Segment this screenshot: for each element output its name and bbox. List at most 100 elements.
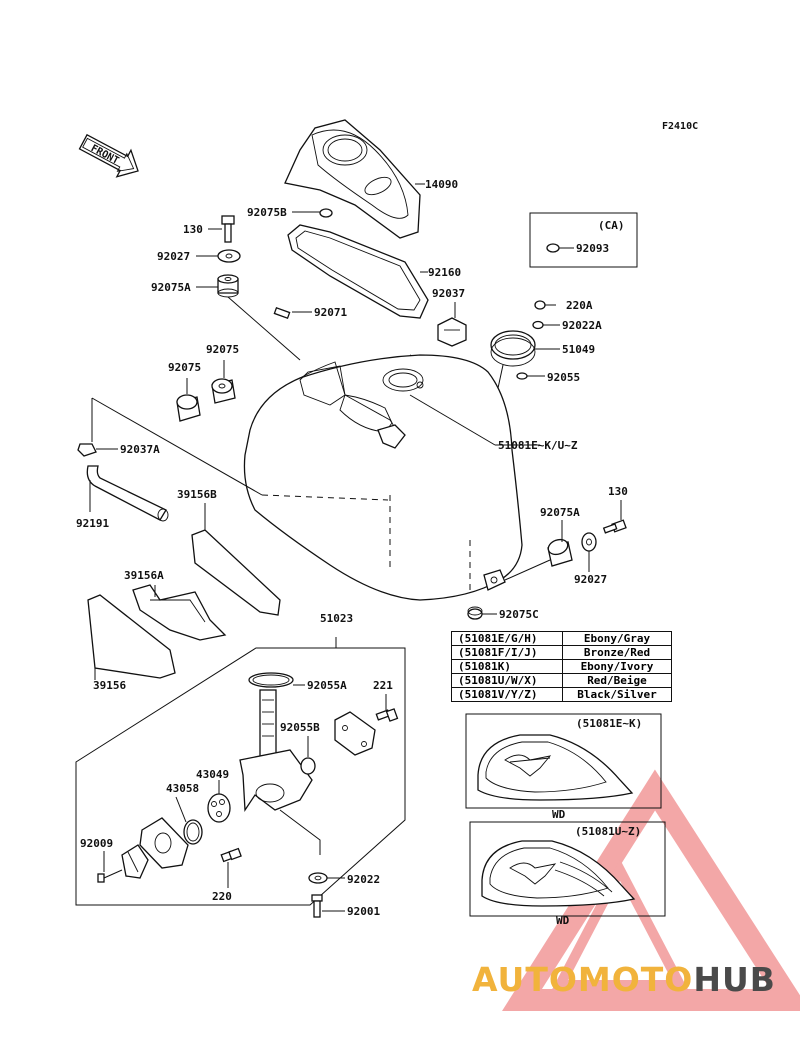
watermark-part1: AUTOMOTO xyxy=(472,960,694,999)
color-table-row: (51081F/I/J)Bronze/Red xyxy=(451,645,672,660)
part-92075-left: 92075 xyxy=(168,361,201,374)
part-92001: 92001 xyxy=(347,905,380,918)
part-130-top: 130 xyxy=(183,223,203,236)
color-table-color: Bronze/Red xyxy=(562,645,672,660)
damper-92075-right-icon xyxy=(211,378,236,404)
screw-220A-icon xyxy=(534,300,556,310)
grommet-92075B-icon xyxy=(319,208,333,218)
part-92055: 92055 xyxy=(547,371,580,384)
nut-92093-icon xyxy=(546,243,560,253)
color-table-color: Ebony/Gray xyxy=(562,631,672,646)
clamp-92037-icon xyxy=(437,317,467,347)
washer-92022-icon xyxy=(308,872,328,884)
watermark: AUTOMOTOHUB xyxy=(472,960,776,999)
pad-39156B-icon xyxy=(191,529,281,616)
part-39156B: 39156B xyxy=(177,488,217,501)
part-92009: 92009 xyxy=(80,837,113,850)
gasket-92160-icon xyxy=(287,224,429,319)
diaphragm-43049-icon xyxy=(207,793,231,823)
part-92075A-right: 92075A xyxy=(540,506,580,519)
color-table-row: (51081E/G/H)Ebony/Gray xyxy=(451,631,672,646)
bolt-130-icon xyxy=(221,215,235,243)
washer-92022A-icon xyxy=(532,320,544,330)
part-92075C: 92075C xyxy=(499,608,539,621)
bolt-130-right-icon xyxy=(602,519,627,534)
fuel-cock-group-outline xyxy=(75,637,406,906)
o-ring-92055B-icon xyxy=(300,757,316,775)
o-ring-92055A-icon xyxy=(248,672,294,688)
part-92075B: 92075B xyxy=(247,206,287,219)
tank-side-view-2-icon xyxy=(481,840,636,907)
tank-view-1-wd: WD xyxy=(552,808,566,821)
fuel-tank-51081-icon xyxy=(243,354,523,601)
part-92191: 92191 xyxy=(76,517,109,530)
damper-92075A-right-icon xyxy=(547,538,573,567)
part-43049: 43049 xyxy=(196,768,229,781)
hose-92191-icon xyxy=(86,465,169,522)
screw-92009-icon xyxy=(97,869,123,883)
part-92075-right: 92075 xyxy=(206,343,239,356)
part-92027-right: 92027 xyxy=(574,573,607,586)
color-table-color: Red/Beige xyxy=(562,673,672,688)
tank-view-1-label: (51081E~K) xyxy=(576,717,642,730)
color-table-row: (51081V/Y/Z)Black/Silver xyxy=(451,687,672,702)
tank-view-2-wd: WD xyxy=(556,914,570,927)
part-39156A: 39156A xyxy=(124,569,164,582)
part-220: 220 xyxy=(212,890,232,903)
washer-92027-icon xyxy=(217,249,241,263)
clip-92037A-icon xyxy=(77,443,97,457)
ca-box-label: (CA) xyxy=(598,219,625,232)
part-92160: 92160 xyxy=(428,266,461,279)
color-table-row: (51081U/W/X)Red/Beige xyxy=(451,673,672,688)
part-92027-top: 92027 xyxy=(157,250,190,263)
washer-92027-right-icon xyxy=(581,532,597,552)
part-92071: 92071 xyxy=(314,306,347,319)
color-table-row: (51081K)Ebony/Ivory xyxy=(451,659,672,674)
cover-plate-icon xyxy=(334,711,376,756)
color-table-model: (51081U/W/X) xyxy=(451,673,563,688)
part-92037A: 92037A xyxy=(120,443,160,456)
screw-221-icon xyxy=(375,708,399,722)
tank-side-view-1-icon xyxy=(477,734,634,801)
color-table-color: Ebony/Ivory xyxy=(562,659,672,674)
fuel-cock-plate-icon xyxy=(139,817,189,869)
fuel-cock-body-icon xyxy=(239,689,321,855)
color-table-color: Black/Silver xyxy=(562,687,672,702)
part-220A: 220A xyxy=(566,299,593,312)
filler-cap-51049-icon xyxy=(490,330,536,367)
part-92055B: 92055B xyxy=(280,721,320,734)
tank-view-2-label: (51081U~Z) xyxy=(575,825,641,838)
color-table-model: (51081V/Y/Z) xyxy=(451,687,563,702)
watermark-part2: HUB xyxy=(693,960,776,999)
front-arrow-icon: FRONT xyxy=(78,133,139,178)
o-ring-92055-icon xyxy=(516,372,528,380)
part-92093: 92093 xyxy=(576,242,609,255)
part-130-right: 130 xyxy=(608,485,628,498)
part-92022: 92022 xyxy=(347,873,380,886)
grommet-92075C-icon xyxy=(467,606,483,620)
part-39156: 39156 xyxy=(93,679,126,692)
color-table-model: (51081E/G/H) xyxy=(451,631,563,646)
figure-code: F2410C xyxy=(662,121,698,132)
part-92037: 92037 xyxy=(432,287,465,300)
pin-92071-icon xyxy=(273,306,291,320)
part-221: 221 xyxy=(373,679,393,692)
tank-view-box-1 xyxy=(465,713,662,809)
tank-cover-14090-icon xyxy=(284,119,421,239)
damper-92075A-icon xyxy=(217,274,239,298)
color-table-model: (51081F/I/J) xyxy=(451,645,563,660)
part-51049: 51049 xyxy=(562,343,595,356)
part-92055A: 92055A xyxy=(307,679,347,692)
screw-220-icon xyxy=(220,847,242,863)
lever-knob-icon xyxy=(121,844,149,879)
damper-92075-left-icon xyxy=(176,394,201,422)
part-92022A: 92022A xyxy=(562,319,602,332)
part-14090: 14090 xyxy=(425,178,458,191)
part-51023: 51023 xyxy=(320,612,353,625)
color-table: (51081E/G/H)Ebony/Gray(51081F/I/J)Bronze… xyxy=(451,631,672,702)
part-92075A-top: 92075A xyxy=(151,281,191,294)
ca-box xyxy=(529,212,638,268)
color-table-model: (51081K) xyxy=(451,659,563,674)
part-51081: 51081E~K/U~Z xyxy=(498,439,578,452)
